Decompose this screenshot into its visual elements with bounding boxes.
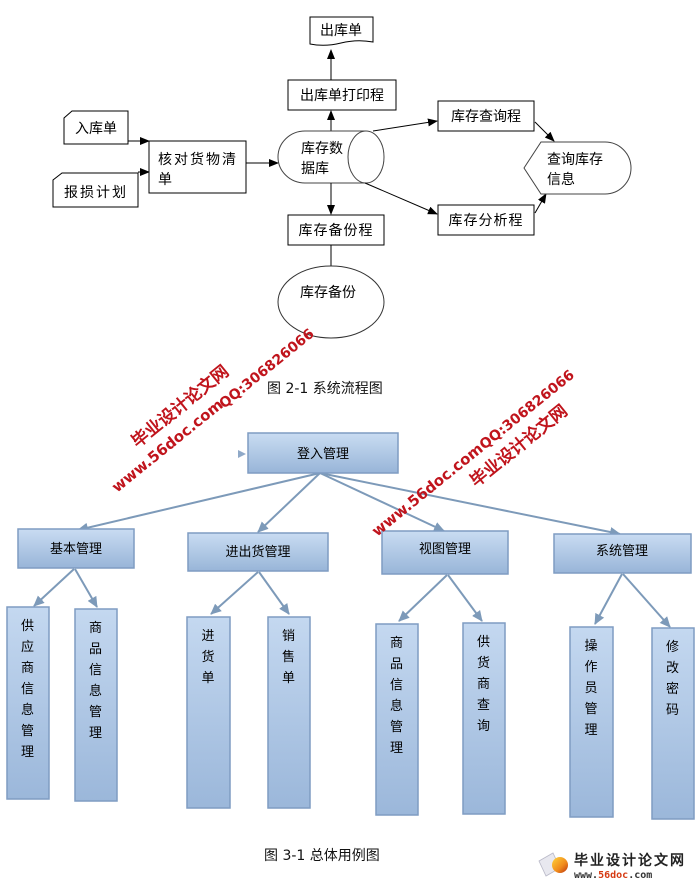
use-case-item-label: 修改密码: [666, 640, 679, 718]
arrow-analysis-to-display: [534, 193, 547, 214]
analysis-process-label: 库存分析程: [449, 213, 524, 229]
connector-system-password: [622, 573, 671, 628]
group-label: 系统管理: [596, 544, 648, 559]
inbound-slip-card: 入库单: [63, 110, 129, 145]
root-pointer-icon: [238, 450, 246, 458]
connector-root-view: [319, 472, 445, 532]
use-case-item-label: 销售单: [282, 629, 295, 686]
connector-system-operator: [594, 573, 623, 625]
connector-inout-purchase: [210, 571, 259, 615]
backup-storage-ellipse: 库存备份: [277, 265, 385, 339]
query-info-display: 查询库存 信息: [523, 141, 632, 195]
use-case-caption: 图 3-1 总体用例图: [264, 848, 380, 864]
use-case-item[interactable]: 操作员管理: [569, 626, 614, 818]
use-case-item[interactable]: 供货商查询: [462, 622, 506, 815]
system-flowchart: 出库单 出库单打印程 入库单 报损计划 核对货物清 单: [52, 16, 632, 397]
use-case-item-label: 供应商信息管理: [21, 619, 34, 760]
connector-root-inout: [257, 472, 321, 533]
child-connectors: [33, 568, 671, 628]
query-process-box: 库存查询程: [437, 100, 535, 132]
use-case-item-box: [462, 622, 506, 815]
loss-plan-label: 报损计划: [64, 185, 128, 201]
backup-storage-label: 库存备份: [300, 284, 356, 301]
root-connectors: [77, 472, 621, 537]
inventory-database: 库存数 据库: [277, 130, 385, 184]
use-case-item-box: [6, 606, 50, 800]
use-case-item-label: 商品信息管理: [390, 636, 403, 756]
use-case-item-box: [186, 616, 231, 809]
connector-root-basic: [77, 472, 321, 533]
outbound-slip-document: 出库单: [309, 16, 374, 46]
watermark-qq: QQ:306826066: [216, 326, 317, 412]
use-case-item-box: [74, 608, 118, 802]
root-label: 登入管理: [297, 447, 349, 462]
use-case-children: 供应商信息管理 商品信息管理 进货单 销售单 商品信息管理 供货商查询 操作员管理 修改密码: [6, 606, 695, 820]
group-label: 视图管理: [419, 542, 471, 557]
use-case-item-box: [267, 616, 311, 809]
connector-root-system: [319, 472, 621, 537]
analysis-process-box: 库存分析程: [437, 204, 535, 236]
use-case-group-system[interactable]: 系统管理: [553, 533, 692, 574]
backup-process-label: 库存备份程: [299, 222, 374, 239]
arrow-db-to-analysis: [364, 182, 438, 215]
loss-plan-card: 报损计划: [52, 172, 139, 208]
use-case-diagram: 登入管理 基本管理 进出货管理 视图管理 系统管理: [6, 432, 695, 864]
connector-basic-product: [74, 568, 98, 608]
connector-view-supplier: [447, 574, 483, 622]
database-label-line1: 库存数: [301, 141, 343, 157]
use-case-item-label: 供货商查询: [477, 635, 490, 734]
use-case-group-basic[interactable]: 基本管理: [17, 528, 135, 569]
use-case-group-inout[interactable]: 进出货管理: [187, 532, 329, 572]
use-case-item-label: 进货单: [202, 629, 215, 686]
check-list-label-line2: 单: [158, 172, 172, 188]
use-case-item-box: [569, 626, 614, 818]
use-case-group-view[interactable]: 视图管理: [381, 530, 509, 575]
use-case-item-box: [651, 627, 695, 820]
check-list-box: 核对货物清 单: [148, 140, 247, 194]
logo-url: www.56doc.com: [574, 870, 652, 881]
check-list-label-line1: 核对货物清: [158, 151, 238, 168]
use-case-item[interactable]: 销售单: [267, 616, 311, 809]
query-display-line1: 查询库存: [547, 152, 603, 168]
logo-name: 毕业设计论文网: [574, 852, 686, 869]
connector-view-product: [398, 574, 448, 622]
use-case-item[interactable]: 商品信息管理: [375, 623, 419, 816]
logo-orange-icon: [552, 857, 568, 873]
use-case-item-label: 商品信息管理: [89, 621, 102, 741]
site-logo[interactable]: 毕业设计论文网 www.56doc.com: [538, 852, 686, 881]
print-process-box: 出库单打印程: [287, 79, 397, 111]
use-case-item[interactable]: 进货单: [186, 616, 231, 809]
query-process-label: 库存查询程: [451, 109, 521, 125]
print-process-label: 出库单打印程: [300, 87, 384, 104]
use-case-root[interactable]: 登入管理: [247, 432, 399, 474]
connector-inout-sales: [258, 571, 290, 615]
use-case-item[interactable]: 商品信息管理: [74, 608, 118, 802]
arrow-db-to-query: [372, 118, 438, 132]
flowchart-caption: 图 2-1 系统流程图: [267, 381, 383, 397]
group-label: 基本管理: [50, 542, 102, 557]
connector-basic-supplier: [33, 568, 75, 607]
group-label: 进出货管理: [225, 544, 290, 560]
use-case-item-box: [375, 623, 419, 816]
backup-process-box: 库存备份程: [287, 214, 385, 246]
use-case-item-label: 操作员管理: [585, 638, 598, 738]
use-case-item[interactable]: 供应商信息管理: [6, 606, 50, 800]
database-label-line2: 据库: [301, 161, 329, 177]
use-case-item[interactable]: 修改密码: [651, 627, 695, 820]
arrow-query-to-display: [534, 121, 555, 142]
inbound-slip-label: 入库单: [75, 121, 117, 137]
query-display-line2: 信息: [547, 171, 575, 188]
outbound-slip-label: 出库单: [320, 23, 362, 39]
